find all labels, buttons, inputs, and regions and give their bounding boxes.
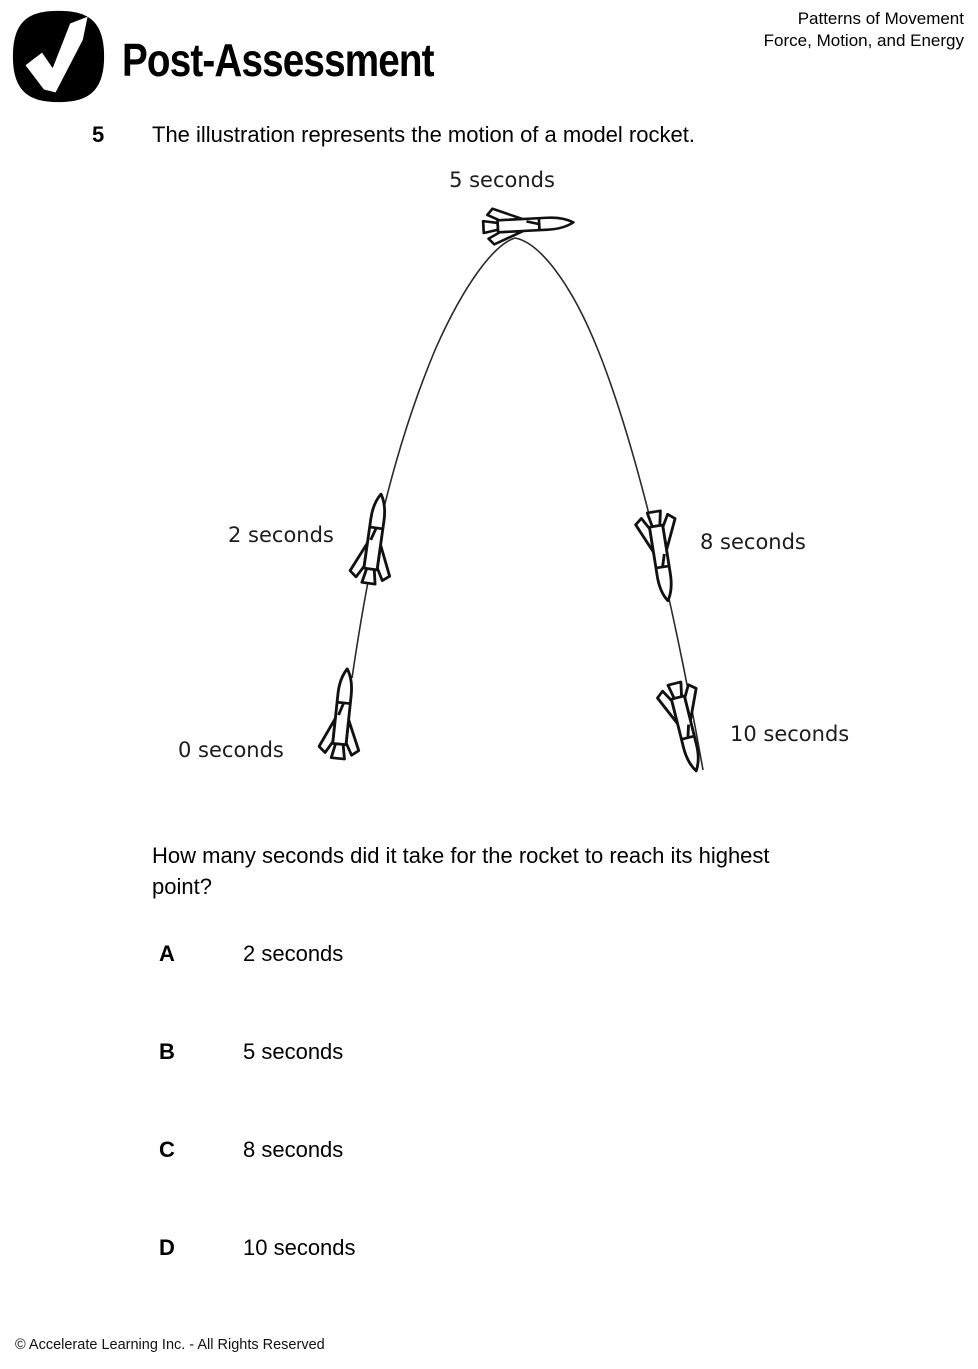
time-label-2s: 2 seconds (228, 523, 334, 547)
option-letter: B (159, 1039, 175, 1064)
trajectory-drawing (316, 203, 717, 778)
option-letter: A (159, 941, 175, 966)
checkmark-logo-icon (12, 10, 105, 103)
question-number: 5 (92, 122, 105, 147)
answer-option-b: B 5 seconds (0, 1039, 978, 1069)
time-label-10s: 10 seconds (730, 722, 850, 746)
rocket-2s (347, 489, 403, 588)
unit-line-2: Force, Motion, and Energy (763, 31, 964, 50)
rocket-10s (653, 677, 717, 778)
rocket-0s (316, 665, 369, 762)
page-title: Post-Assessment (122, 34, 435, 86)
option-text: 8 seconds (243, 1137, 344, 1162)
option-letter: D (159, 1235, 175, 1260)
time-label-5s: 5 seconds (449, 168, 555, 192)
question-prompt: How many seconds did it take for the roc… (152, 843, 770, 899)
rocket-trajectory-illustration: 0 seconds 2 seconds 5 seconds 8 seconds … (150, 160, 900, 810)
option-text: 2 seconds (243, 941, 344, 966)
option-letter: C (159, 1137, 175, 1162)
rocket-8s (632, 507, 690, 606)
trajectory-path (351, 237, 704, 771)
answer-option-a: A 2 seconds (0, 941, 978, 971)
answer-option-d: D 10 seconds (0, 1235, 978, 1265)
option-text: 10 seconds (243, 1235, 356, 1260)
option-text: 5 seconds (243, 1039, 344, 1064)
question-intro: The illustration represents the motion o… (152, 122, 695, 147)
time-label-0s: 0 seconds (178, 738, 284, 762)
rocket-5s-apex (481, 203, 576, 247)
unit-header: Patterns of Movement Force, Motion, and … (764, 8, 964, 52)
answer-option-c: C 8 seconds (0, 1137, 978, 1167)
time-label-8s: 8 seconds (700, 530, 806, 554)
copyright-notice: © Accelerate Learning Inc. - All Rights … (15, 1337, 325, 1353)
unit-line-1: Patterns of Movement (797, 9, 964, 28)
